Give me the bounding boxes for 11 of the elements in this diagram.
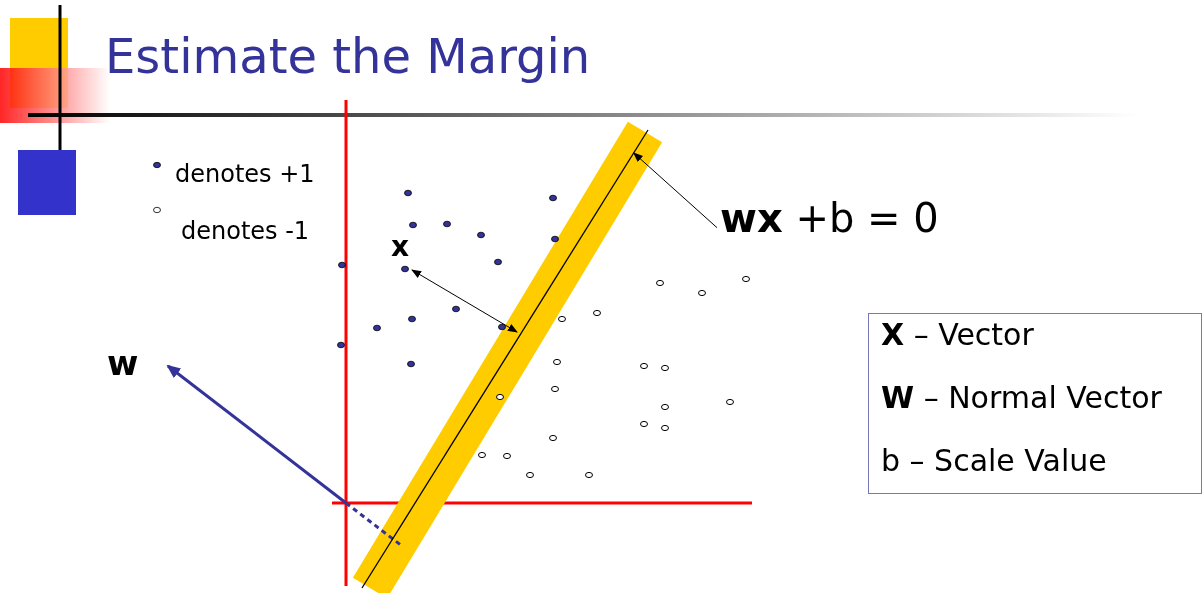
slide-title: Estimate the Margin	[105, 28, 591, 84]
definition-text: W – Normal Vector	[881, 383, 1163, 413]
legend-text: denotes -1	[181, 217, 310, 245]
legend-text: denotes +1	[175, 160, 315, 188]
vector-label: x	[391, 230, 410, 263]
equation-label: wx +b = 0	[720, 196, 939, 240]
vector-label: w	[107, 343, 139, 383]
definition-text: b – Scale Value	[881, 446, 1108, 476]
leader-arrow	[632, 152, 718, 229]
definition-box	[868, 313, 1202, 494]
definition-text: X – Vector	[881, 320, 1035, 350]
